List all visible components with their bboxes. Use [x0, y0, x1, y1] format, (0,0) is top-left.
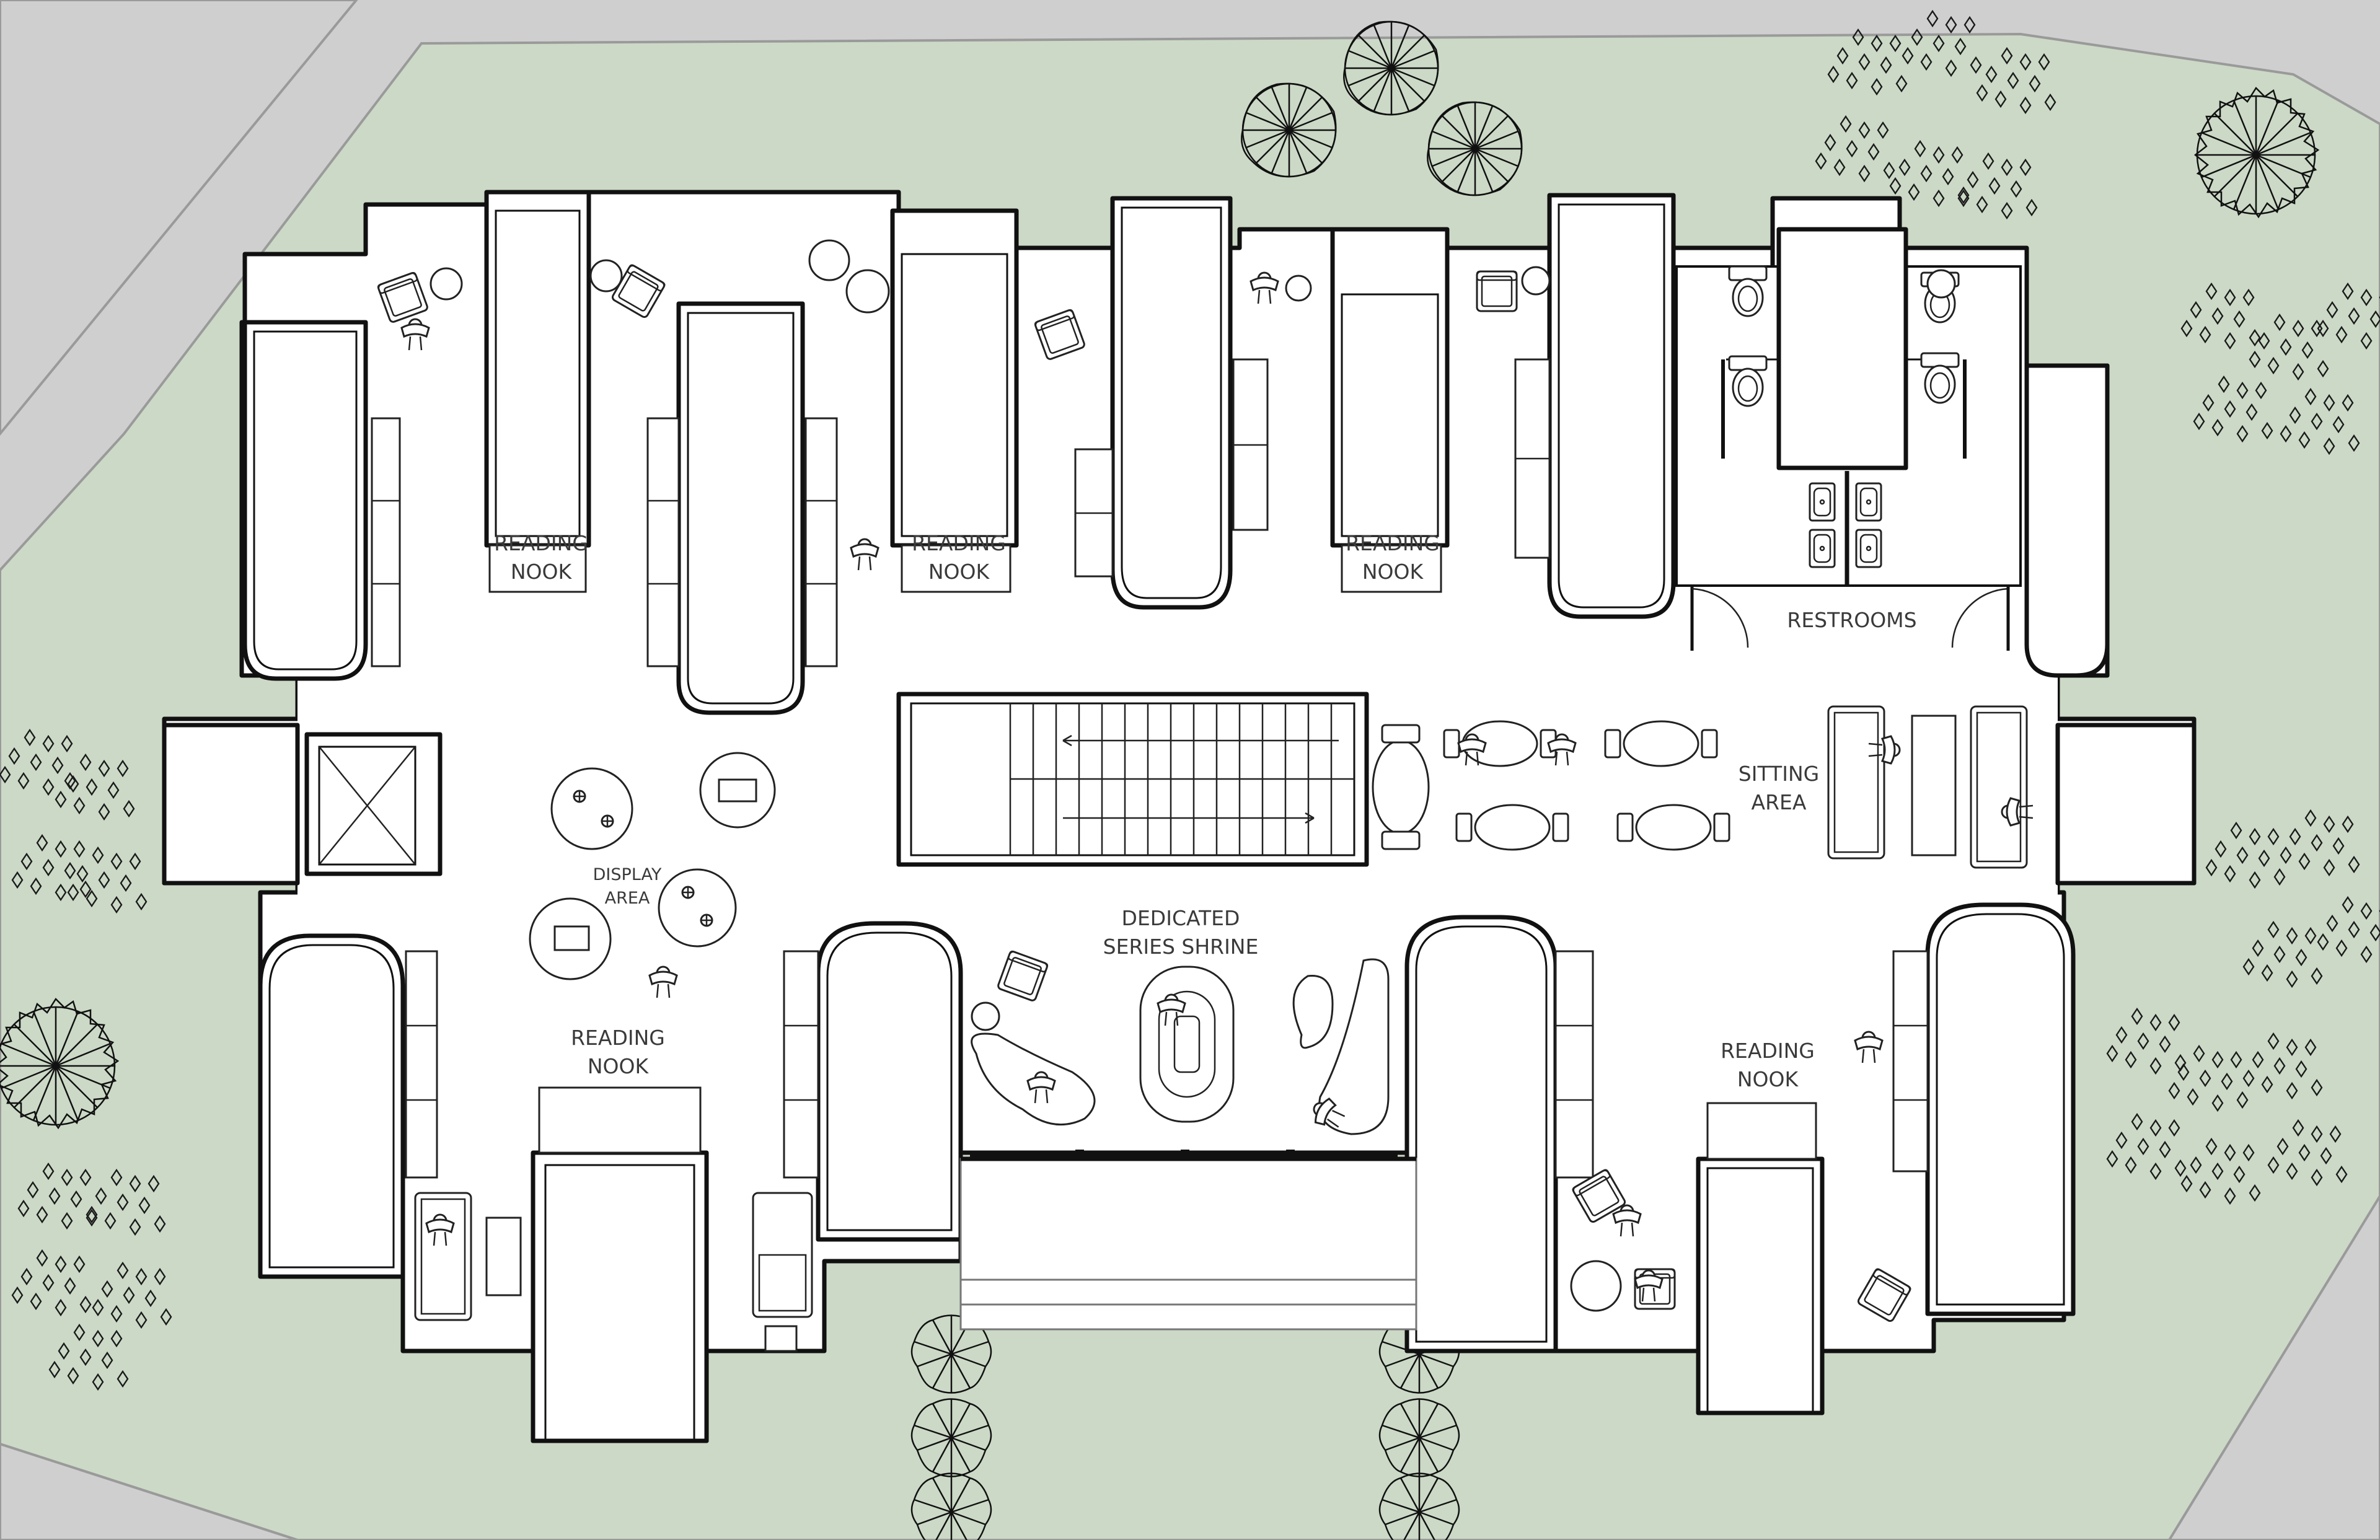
- alcoves: [242, 190, 2110, 715]
- label-sitting-area-line2: AREA: [1752, 790, 1807, 814]
- label-reading-nook-3: READING NOOK: [1346, 531, 1440, 584]
- label-shrine-line1: DEDICATED: [1122, 906, 1240, 930]
- label-reading-nook-4-line1: READING: [571, 1026, 665, 1050]
- label-reading-nook-5-line1: READING: [1721, 1039, 1815, 1063]
- pavement-strip-bottom-left: [0, 1442, 298, 1540]
- entrance-steps: [959, 1156, 1417, 1331]
- label-display-area-line1: DISPLAY: [593, 865, 662, 884]
- restrooms-block: [1675, 227, 2022, 651]
- label-shrine: DEDICATED SERIES SHRINE: [1103, 906, 1259, 959]
- label-reading-nook-4: READING NOOK: [571, 1026, 665, 1078]
- bookshelves: [371, 358, 1929, 1179]
- pavement-strip-bottom-right: [2167, 1194, 2380, 1540]
- label-reading-nook-1-line1: READING: [494, 531, 588, 555]
- label-restrooms: RESTROOMS: [1787, 608, 1916, 632]
- label-reading-nook-3-line1: READING: [1346, 531, 1440, 555]
- label-display-area: DISPLAY AREA: [593, 865, 662, 908]
- display-area: [529, 752, 776, 980]
- annex-east: [2055, 723, 2197, 886]
- round-table-icon: [430, 239, 1956, 1312]
- label-reading-nook-1-line2: NOOK: [511, 560, 573, 584]
- label-reading-nook-5: READING NOOK: [1721, 1039, 1815, 1091]
- label-reading-nook-2-line1: READING: [912, 531, 1006, 555]
- label-reading-nook-5-line2: NOOK: [1737, 1067, 1799, 1091]
- label-reading-nook-2-line2: NOOK: [928, 560, 990, 584]
- stair-arrow-icon: [1305, 812, 1315, 824]
- label-reading-nook-4-line2: NOOK: [588, 1054, 650, 1078]
- room-labels: READING NOOK READING NOOK READING NOOK READ…: [494, 531, 1916, 1091]
- elevator-icon: [304, 732, 443, 876]
- label-reading-nook-1: READING NOOK: [494, 531, 588, 584]
- annex-west: [162, 723, 300, 886]
- pavement-strip-left: [0, 0, 358, 436]
- label-sitting-area: SITTING AREA: [1739, 762, 1819, 814]
- label-reading-nook-3-line2: NOOK: [1362, 560, 1424, 584]
- label-display-area-line2: AREA: [605, 889, 650, 908]
- label-shrine-line2: SERIES SHRINE: [1103, 935, 1259, 959]
- label-sitting-area-line1: SITTING: [1739, 762, 1819, 786]
- staircase: [896, 692, 1369, 867]
- sofa-icon: [414, 705, 2028, 1352]
- stair-arrow-icon: [1062, 734, 1072, 747]
- label-reading-nook-2: READING NOOK: [912, 531, 1006, 584]
